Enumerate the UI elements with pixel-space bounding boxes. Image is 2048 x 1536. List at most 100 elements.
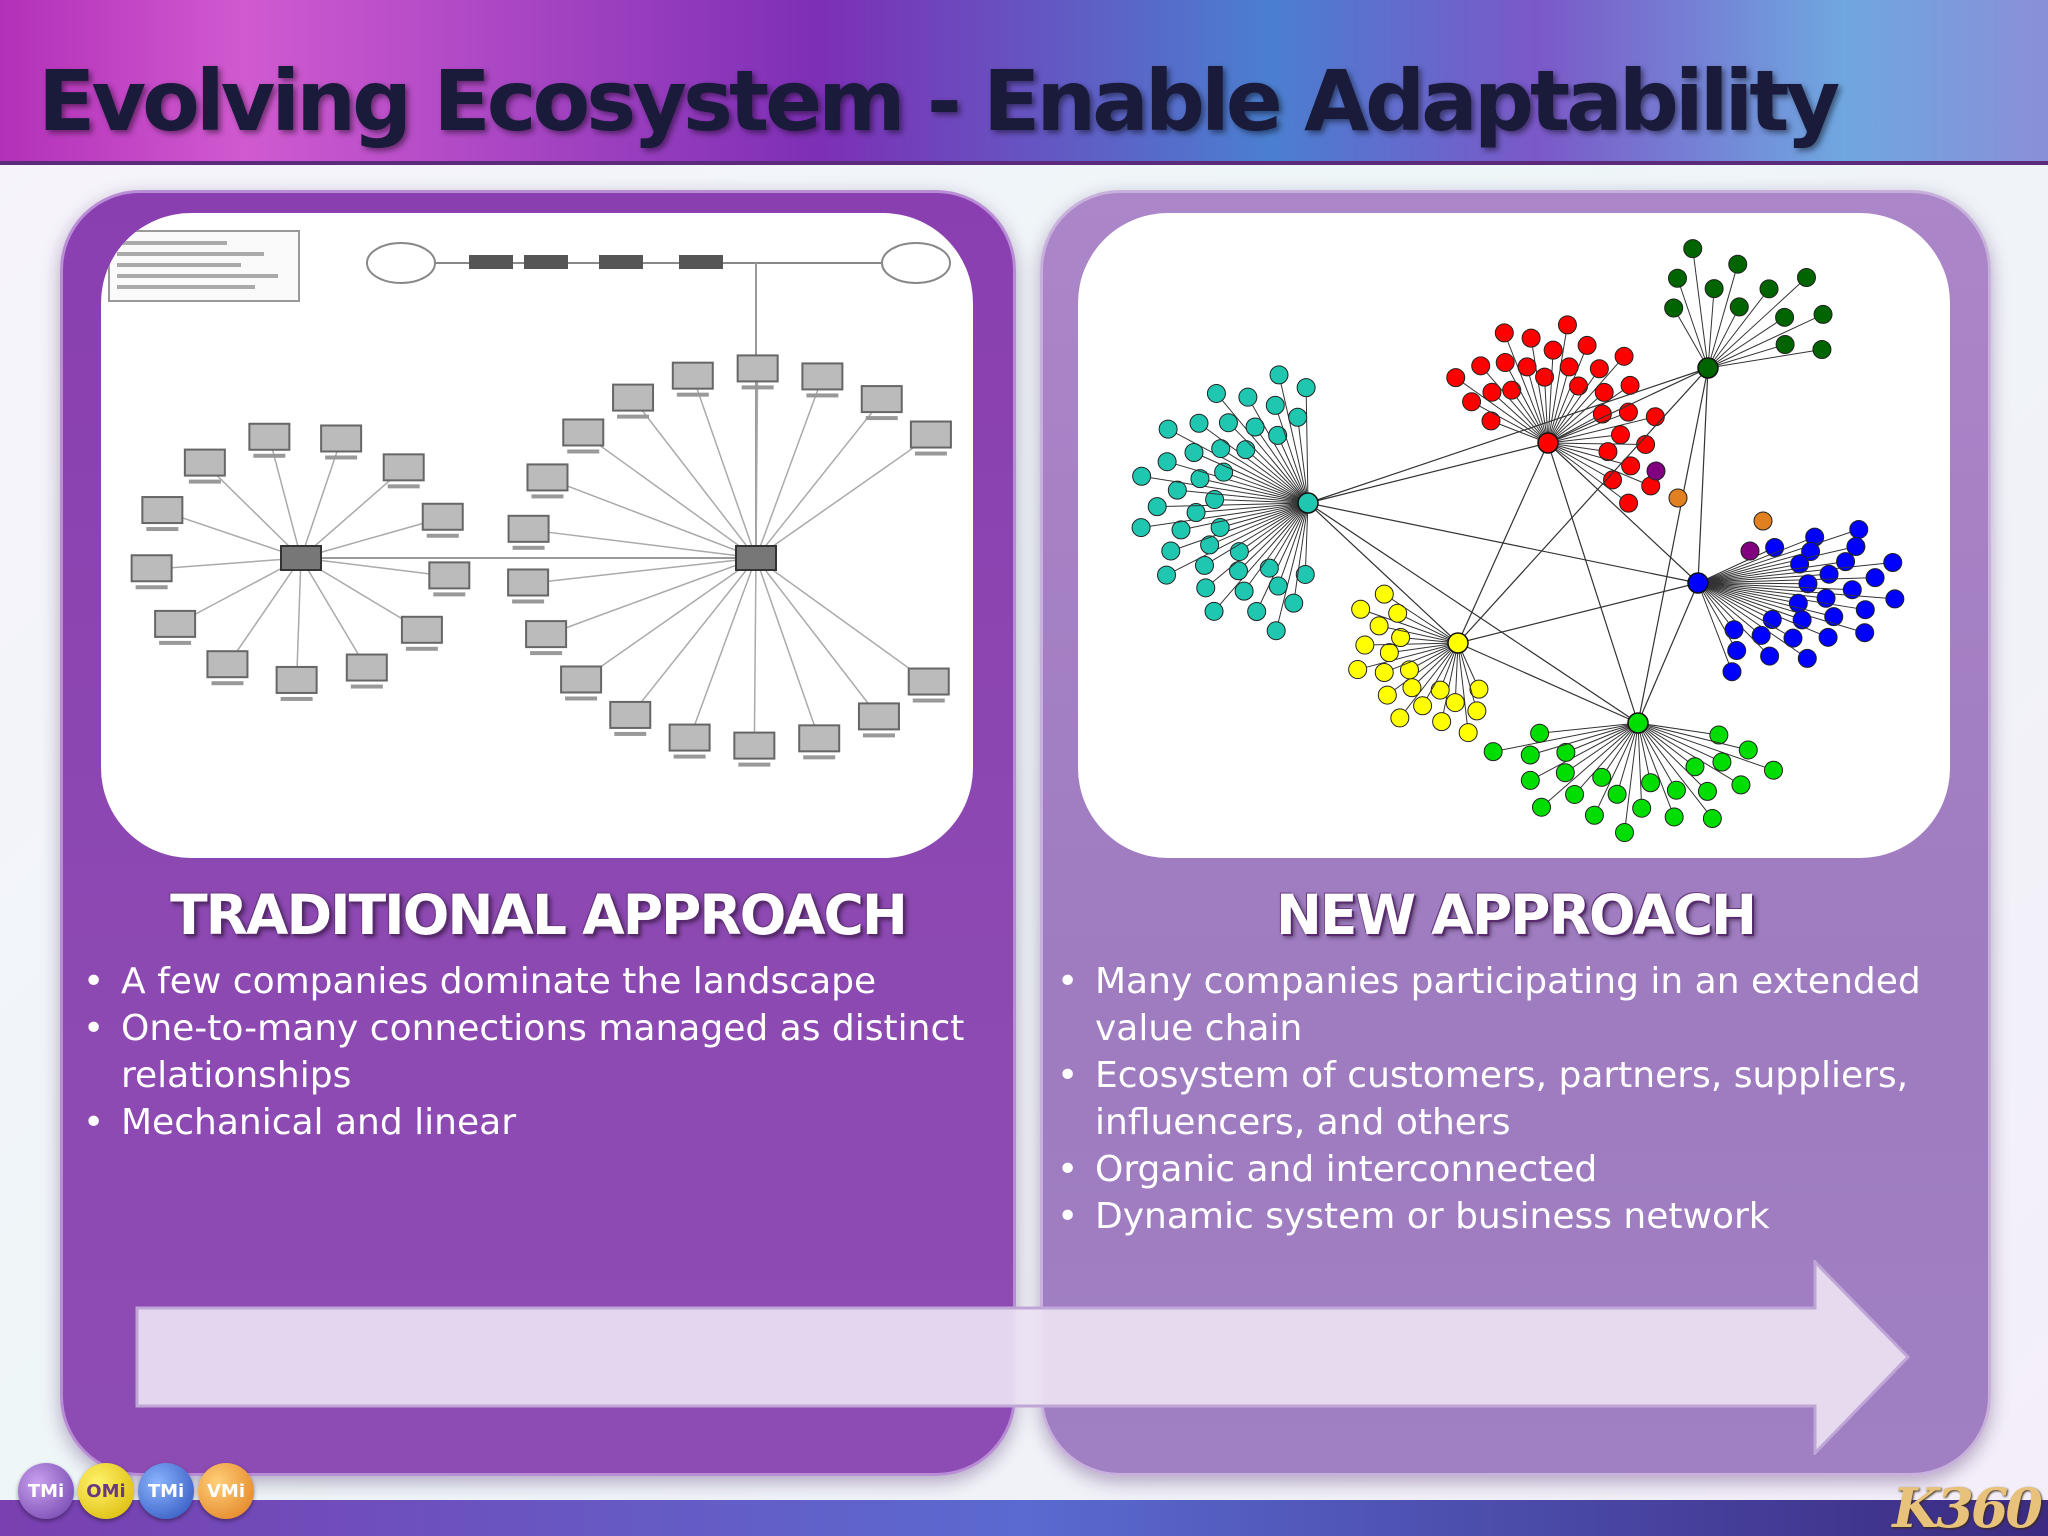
spoke-line: [629, 557, 757, 717]
edge-line: [1256, 502, 1309, 612]
network-node: [1390, 708, 1410, 728]
spoke-line: [528, 557, 757, 585]
edge-line: [1384, 642, 1459, 673]
traditional-approach-list: A few companies dominate the landscape O…: [81, 958, 1001, 1146]
edge-line: [1697, 582, 1853, 591]
spoke-line: [755, 399, 883, 559]
edge-line: [1637, 722, 1742, 786]
network-node: [1348, 660, 1368, 680]
network-node: [1229, 542, 1249, 562]
edge-line: [1697, 551, 1811, 584]
cloud-icon: [366, 242, 436, 284]
edge-line: [1422, 642, 1459, 707]
list-item: Many companies participating in an exten…: [1055, 958, 1975, 1052]
network-node: [1259, 558, 1279, 578]
spoke-line: [162, 510, 302, 559]
list-item: A few companies dominate the landscape: [81, 958, 1001, 1005]
vmi-logo-icon: VMi: [198, 1463, 254, 1519]
building-label: [676, 392, 709, 397]
network-node: [1184, 442, 1204, 462]
edge-line: [1539, 722, 1639, 734]
network-node: [1765, 537, 1785, 557]
edge-line: [1216, 393, 1309, 504]
building-icon: [183, 448, 226, 477]
building-label: [806, 393, 839, 398]
edge-line: [1177, 489, 1309, 504]
network-node: [1592, 404, 1612, 424]
network-node: [1206, 383, 1226, 403]
edge-line: [1697, 582, 1773, 620]
new-approach-list: Many companies participating in an exten…: [1055, 958, 1975, 1240]
building-label: [350, 684, 383, 689]
edge-line: [1384, 593, 1459, 644]
list-item: Mechanical and linear: [81, 1099, 1001, 1146]
edge-line: [1707, 349, 1823, 369]
network-node: [1751, 625, 1771, 645]
spoke-line: [151, 557, 302, 571]
network-node: [1483, 742, 1503, 762]
edge-line: [1673, 307, 1709, 369]
building-label: [159, 640, 192, 645]
spoke-line: [688, 557, 757, 739]
spoke-line: [226, 557, 302, 666]
cloud-icon: [881, 242, 951, 284]
network-node: [1158, 419, 1178, 439]
building-icon: [320, 424, 363, 453]
network-node: [1284, 593, 1304, 613]
edge-line: [1692, 248, 1709, 369]
edge-line: [1637, 722, 1719, 736]
edge-line: [1307, 502, 1639, 724]
edge-line: [1547, 442, 1631, 467]
network-node: [1495, 353, 1515, 373]
network-node: [1391, 628, 1411, 648]
edge-line: [1357, 642, 1459, 671]
building-label: [565, 696, 598, 701]
network-node: [1731, 775, 1751, 795]
spoke-line: [300, 467, 405, 559]
legend-line: [117, 241, 227, 245]
network-node: [1849, 519, 1869, 539]
network-node: [1377, 685, 1397, 705]
network-node: [1462, 392, 1482, 412]
new-approach-panel: NEW APPROACH Many companies participatin…: [1040, 190, 1991, 1476]
network-node: [1842, 580, 1862, 600]
network-node: [1190, 469, 1210, 489]
network-node: [1296, 378, 1316, 398]
network-node: [1790, 554, 1810, 574]
building-label: [135, 585, 168, 590]
building-icon: [907, 667, 950, 696]
edge-line: [1166, 502, 1309, 576]
network-node: [1598, 442, 1618, 462]
legend-line: [117, 274, 278, 278]
network-node: [1565, 784, 1585, 804]
building-label: [803, 755, 836, 760]
edge-line: [1697, 582, 1827, 599]
edge-line: [1547, 442, 1639, 724]
traditional-network-image: [101, 213, 973, 858]
hub-node: [1447, 632, 1469, 654]
edge-line: [1697, 582, 1733, 672]
network-node: [1855, 600, 1875, 620]
network-node: [1813, 304, 1833, 324]
edge-line: [1637, 722, 1774, 771]
edge-line: [1637, 722, 1708, 792]
building-label: [325, 455, 358, 460]
network-node: [1846, 537, 1866, 557]
building-icon: [400, 615, 443, 644]
network-node: [1532, 797, 1552, 817]
edge-line: [1637, 722, 1749, 751]
legend-line: [117, 252, 264, 256]
edge-line: [1254, 426, 1309, 504]
network-node: [1147, 497, 1167, 517]
edge-line: [1547, 350, 1554, 444]
edge-line: [1547, 384, 1631, 444]
network-node: [1646, 461, 1666, 481]
edge-line: [1277, 435, 1309, 504]
new-approach-heading: NEW APPROACH: [1275, 883, 1757, 947]
edge-line: [1547, 345, 1588, 444]
network-node: [1783, 628, 1803, 648]
edge-line: [1547, 442, 1613, 481]
edge-line: [1574, 722, 1639, 795]
edge-line: [1307, 502, 1459, 644]
edge-line: [1697, 577, 1876, 584]
